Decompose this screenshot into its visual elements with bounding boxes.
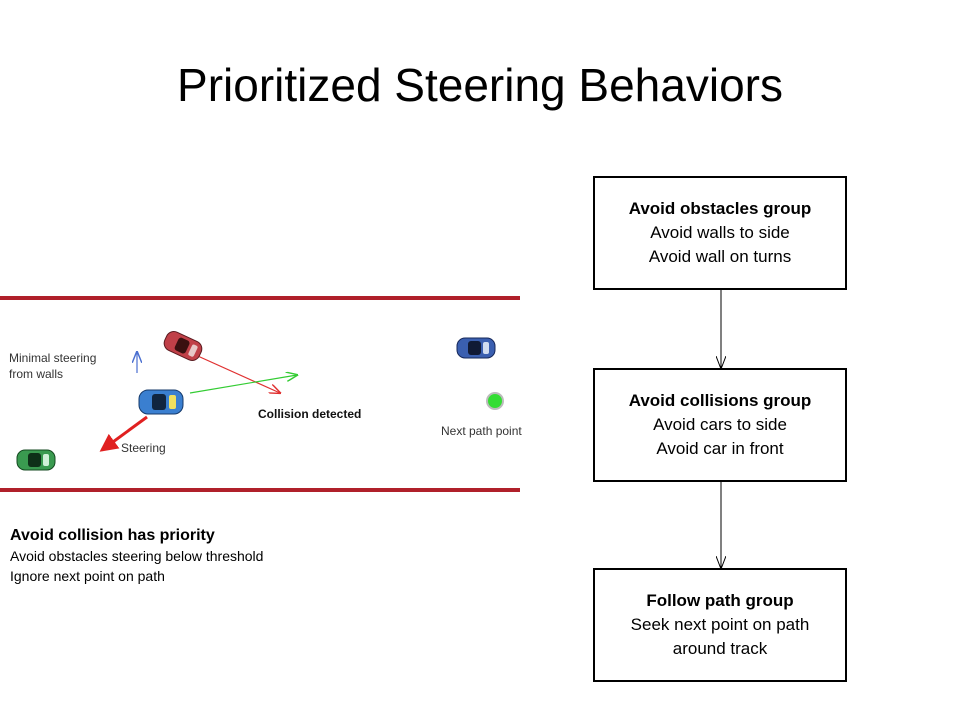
note-line: Ignore next point on path xyxy=(10,568,165,584)
car-blue-far xyxy=(456,337,496,359)
box-line: Avoid walls to side xyxy=(650,223,790,242)
avoid-collisions-box: Avoid collisions group Avoid cars to sid… xyxy=(593,368,847,482)
car-player xyxy=(138,389,184,415)
box-line: Avoid cars to side xyxy=(653,415,787,434)
box-heading: Avoid obstacles group xyxy=(628,199,812,218)
note-heading: Avoid collision has priority xyxy=(10,527,215,544)
box-line: Seek next point on path xyxy=(630,615,810,634)
avoid-obstacles-box: Avoid obstacles group Avoid walls to sid… xyxy=(593,176,847,290)
car-red xyxy=(163,331,203,361)
car-green xyxy=(16,449,56,471)
box-heading: Follow path group xyxy=(646,591,794,610)
priority-note: Avoid collision has priority Avoid obsta… xyxy=(10,526,263,586)
minimal-steering-line2: from walls xyxy=(9,367,64,381)
green-path-arrow xyxy=(189,375,297,394)
follow-path-box: Follow path group Seek next point on pat… xyxy=(593,568,847,682)
box-line: Avoid car in front xyxy=(656,439,784,458)
next-path-point-marker xyxy=(486,392,504,410)
minimal-steering-label: Minimal steering from walls xyxy=(9,350,96,382)
page-title: Prioritized Steering Behaviors xyxy=(177,59,783,111)
steering-label: Steering xyxy=(121,441,166,455)
box-heading: Avoid collisions group xyxy=(628,391,812,410)
box-line: Avoid wall on turns xyxy=(648,247,792,266)
next-path-point-label: Next path point xyxy=(441,424,522,438)
minimal-steering-line1: Minimal steering xyxy=(9,351,97,365)
box-line: around track xyxy=(672,639,768,658)
steering-arrow xyxy=(99,415,148,452)
note-line: Avoid obstacles steering below threshold xyxy=(10,548,264,564)
collision-detected-label: Collision detected xyxy=(258,407,362,421)
